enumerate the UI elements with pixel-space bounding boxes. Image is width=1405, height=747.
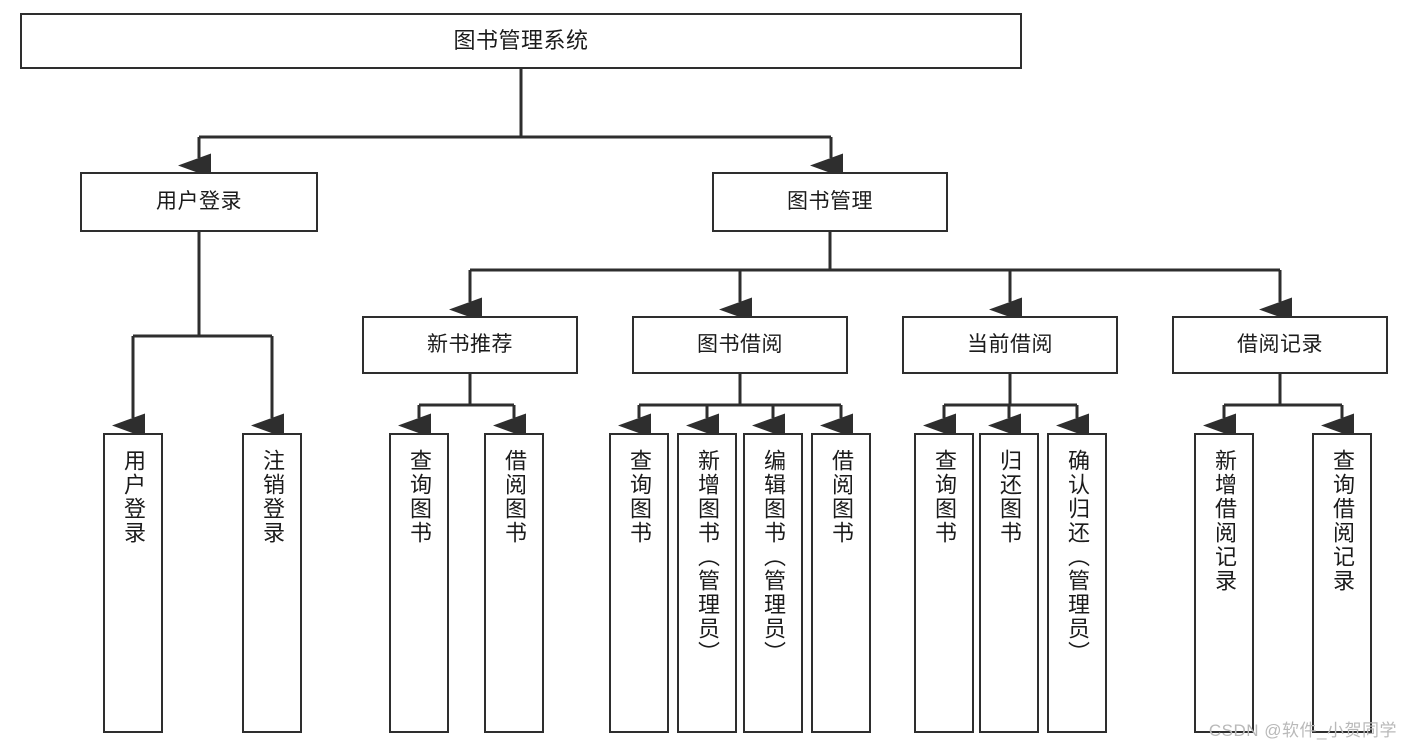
node-label: 图书管理系统 bbox=[453, 27, 589, 53]
node-label: 确认归还（管理员） bbox=[1064, 449, 1090, 665]
node-label: 归还图书 bbox=[996, 449, 1022, 545]
node-borrow-record[interactable]: 借阅记录 bbox=[1172, 316, 1388, 374]
node-label: 查询图书 bbox=[626, 449, 652, 545]
node-new-book-recommend[interactable]: 新书推荐 bbox=[362, 316, 578, 374]
node-label: 编辑图书（管理员） bbox=[760, 449, 786, 665]
leaf-record-add-record[interactable]: 新增借阅记录 bbox=[1194, 433, 1254, 733]
node-label: 查询借阅记录 bbox=[1329, 449, 1355, 593]
node-label: 当前借阅 bbox=[967, 333, 1053, 357]
leaf-current-query-book[interactable]: 查询图书 bbox=[914, 433, 974, 733]
leaf-user-login-login[interactable]: 用户登录 bbox=[103, 433, 163, 733]
leaf-record-query-record[interactable]: 查询借阅记录 bbox=[1312, 433, 1372, 733]
node-label: 注销登录 bbox=[259, 449, 285, 545]
node-label: 图书管理 bbox=[787, 190, 873, 214]
leaf-borrow-add-book-admin[interactable]: 新增图书（管理员） bbox=[677, 433, 737, 733]
node-label: 图书借阅 bbox=[697, 333, 783, 357]
leaf-recommend-query-book[interactable]: 查询图书 bbox=[389, 433, 449, 733]
node-label: 用户登录 bbox=[120, 449, 146, 545]
leaf-borrow-edit-book-admin[interactable]: 编辑图书（管理员） bbox=[743, 433, 803, 733]
leaf-current-return-book[interactable]: 归还图书 bbox=[979, 433, 1039, 733]
node-label: 新书推荐 bbox=[427, 333, 513, 357]
node-label: 查询图书 bbox=[931, 449, 957, 545]
node-label: 借阅记录 bbox=[1237, 333, 1323, 357]
node-label: 用户登录 bbox=[156, 190, 242, 214]
node-root-system[interactable]: 图书管理系统 bbox=[20, 13, 1022, 69]
node-label: 借阅图书 bbox=[501, 449, 527, 545]
node-current-borrow[interactable]: 当前借阅 bbox=[902, 316, 1118, 374]
node-label: 新增借阅记录 bbox=[1211, 449, 1237, 593]
node-book-management[interactable]: 图书管理 bbox=[712, 172, 948, 232]
leaf-borrow-query-book[interactable]: 查询图书 bbox=[609, 433, 669, 733]
node-user-login[interactable]: 用户登录 bbox=[80, 172, 318, 232]
leaf-user-login-logout[interactable]: 注销登录 bbox=[242, 433, 302, 733]
leaf-current-confirm-return-admin[interactable]: 确认归还（管理员） bbox=[1047, 433, 1107, 733]
node-label: 新增图书（管理员） bbox=[694, 449, 720, 665]
leaf-recommend-borrow-book[interactable]: 借阅图书 bbox=[484, 433, 544, 733]
node-label: 查询图书 bbox=[406, 449, 432, 545]
node-book-borrow[interactable]: 图书借阅 bbox=[632, 316, 848, 374]
watermark: CSDN @软件_小贺同学 bbox=[1208, 721, 1397, 740]
leaf-borrow-borrow-book[interactable]: 借阅图书 bbox=[811, 433, 871, 733]
node-label: 借阅图书 bbox=[828, 449, 854, 545]
